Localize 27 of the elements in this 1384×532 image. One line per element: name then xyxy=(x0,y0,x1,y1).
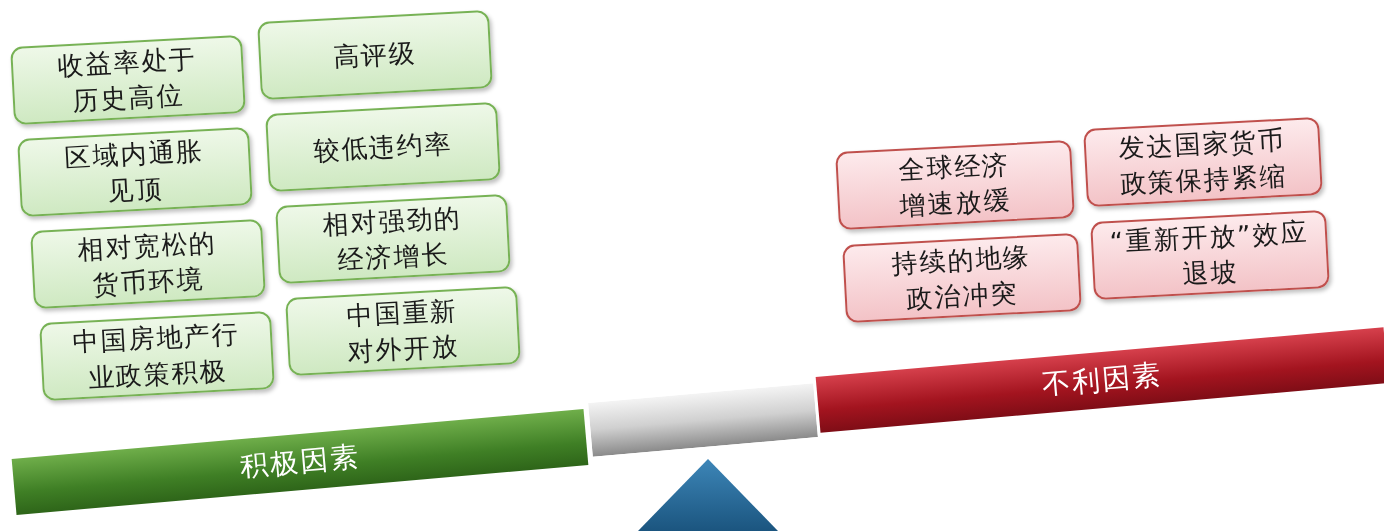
positive-factor-card xyxy=(39,311,275,401)
factor-label: 中国房地产行业政策积极 xyxy=(70,317,242,395)
factor-label: 全球经济增速放缓 xyxy=(896,148,1014,223)
positive-factor-card xyxy=(17,127,253,217)
factor-label: 相对强劲的经济增长 xyxy=(320,201,464,277)
positive-factor-card xyxy=(30,219,266,309)
factor-label: 收益率处于历史高位 xyxy=(55,42,199,118)
negative-factor-card xyxy=(1090,209,1330,301)
negative-factor-card xyxy=(835,139,1075,231)
factor-label: 区域内通胀见顶 xyxy=(62,134,206,209)
factor-label: 不利因素 xyxy=(1040,356,1164,404)
positive-factor-card xyxy=(275,194,511,284)
factor-label: 中国重新对外开放 xyxy=(344,294,462,369)
factor-label: “重新开放”效应退坡 xyxy=(1107,215,1311,292)
negative-factor-card xyxy=(1083,116,1323,208)
factor-label: 相对宽松的货币环境 xyxy=(75,226,219,302)
negative-factor-card xyxy=(842,232,1082,324)
positive-factor-card xyxy=(10,35,246,125)
factor-label: 积极因素 xyxy=(238,438,362,486)
factor-label: 较低违约率 xyxy=(312,127,454,168)
positive-factor-card xyxy=(257,10,493,100)
factor-label: 持续的地缘政治冲突 xyxy=(889,240,1033,316)
factor-label: 高评级 xyxy=(332,36,418,75)
factor-label: 发达国家货币政策保持紧缩 xyxy=(1116,123,1290,202)
positive-factor-card xyxy=(265,102,501,192)
fulcrum-triangle xyxy=(638,459,778,531)
positive-factor-card xyxy=(285,286,521,376)
